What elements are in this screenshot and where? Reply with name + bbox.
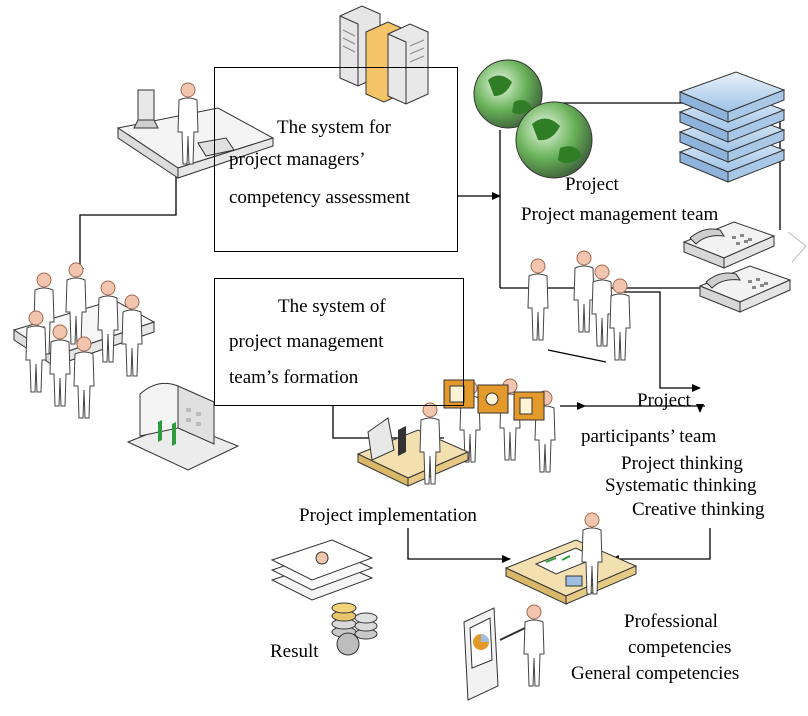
arrow-to-participants [620,291,701,392]
project-implementation-label: Project implementation [299,505,477,526]
formation-system-box [214,278,464,406]
telephone-icon [682,221,807,313]
computer-workstation-icon [116,82,275,179]
desk-worker-icon [504,512,638,605]
arrow-workstation-to-meeting [76,165,177,277]
participants-label-line1: Project [637,390,691,411]
professional-label-line2: competencies [628,637,732,658]
office-building-icon [126,382,240,471]
presenter-icon [463,604,545,701]
arrow-thinking-to-desk [610,528,711,563]
assessment-box-line1: The system for [277,117,391,138]
documents-coins-icon [270,539,378,656]
people-with-boxes-icon [443,378,556,473]
result-label: Result [270,641,319,662]
people-group-icon [527,250,631,363]
pm-team-label: Project management team [521,204,719,225]
lab-worker-icon [356,402,470,487]
creative-thinking-label: Creative thinking [632,499,765,520]
formation-box-line1: The system of [278,296,386,317]
assessment-box-line3: competency assessment [229,187,410,208]
globe-icon [473,59,593,179]
assessment-system-box [214,67,458,252]
project-label: Project [565,174,619,195]
systematic-thinking-label: Systematic thinking [605,475,757,496]
meeting-table-icon [12,262,156,419]
formation-box-line3: team’s formation [229,367,359,388]
participants-label-line2: participants’ team [581,426,717,447]
project-thinking-label: Project thinking [621,453,743,474]
arrow-implementation-to-desk [407,528,511,563]
formation-box-line2: project management [229,331,384,352]
assessment-box-line2: project managers’ [229,149,366,170]
server-tower-icon [339,5,429,105]
professional-label-line1: Professional [624,611,718,632]
general-competencies-label: General competencies [571,663,740,684]
database-stack-icon [678,71,786,183]
